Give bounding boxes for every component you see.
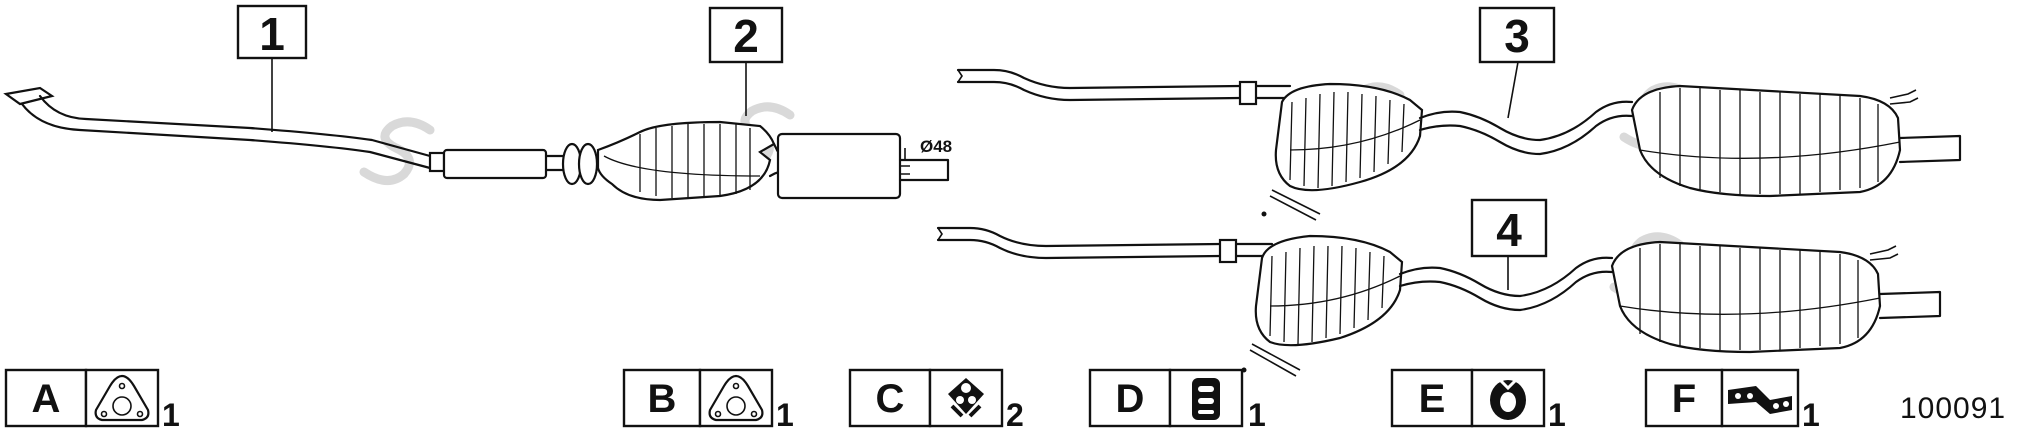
callout-3-label: 3 — [1504, 10, 1530, 62]
gasket-triangle-icon — [94, 374, 150, 422]
accessory-b-letter: B — [648, 377, 677, 421]
callout-4: 4 — [1470, 198, 1548, 290]
callout-2-label: 2 — [733, 10, 759, 62]
accessory-a-qty: 1 — [162, 397, 180, 430]
diagram-code: 100091 — [1900, 392, 2006, 425]
rubber-hanger-block-icon — [1192, 378, 1220, 420]
catalyst-part-2 — [577, 120, 950, 202]
rubber-ring-icon — [1490, 378, 1526, 420]
callout-2: 2 — [708, 6, 784, 116]
accessory-e: E 1 — [1390, 368, 1566, 430]
accessory-f-qty: 1 — [1802, 397, 1820, 430]
rubber-mount-icon — [948, 378, 984, 418]
accessory-c-qty: 2 — [1006, 397, 1024, 430]
accessory-f: F 1 — [1644, 368, 1820, 430]
front-pipe-part-1 — [3, 86, 583, 186]
accessory-d-qty: 1 — [1248, 397, 1266, 430]
bracket-strap-icon — [1728, 386, 1792, 414]
silencer-assembly-part-3 — [956, 68, 1962, 221]
accessory-e-qty: 1 — [1548, 397, 1566, 430]
callout-4-label: 4 — [1496, 204, 1522, 256]
accessory-b-qty: 1 — [776, 397, 794, 430]
accessory-c-letter: C — [876, 377, 905, 421]
accessory-d: D 1 — [1088, 368, 1266, 430]
accessory-a: A 1 — [4, 368, 180, 430]
diameter-annotation: Ø48 — [920, 137, 952, 156]
callout-1: 1 — [236, 4, 308, 132]
callout-1-label: 1 — [259, 8, 285, 60]
accessory-d-letter: D — [1116, 377, 1145, 421]
accessory-e-letter: E — [1419, 377, 1446, 421]
accessory-a-letter: A — [32, 377, 61, 421]
gasket-triangle-icon — [708, 374, 764, 422]
silencer-assembly-part-4 — [936, 226, 1942, 377]
accessory-b: B 1 — [622, 368, 794, 430]
accessory-f-letter: F — [1672, 377, 1696, 421]
callout-3: 3 — [1478, 6, 1556, 119]
accessory-c: C 2 — [848, 368, 1024, 430]
